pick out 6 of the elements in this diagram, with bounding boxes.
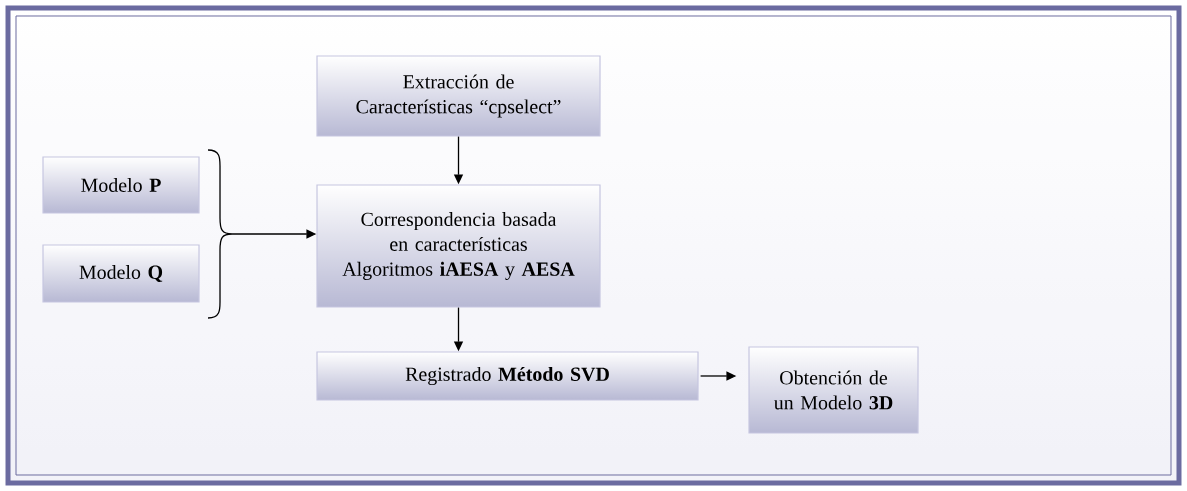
process-box: Modelo Q: [42, 244, 200, 303]
process-box: Registrado Método SVD: [316, 351, 699, 401]
process-box: Modelo P: [42, 156, 200, 214]
process-box: Extracción de Características “cpselect”: [316, 55, 601, 137]
process-box: Obtención de un Modelo 3D: [748, 346, 919, 434]
process-box: Correspondencia basada en características Algoritmos iAESA y AESA: [316, 184, 601, 308]
